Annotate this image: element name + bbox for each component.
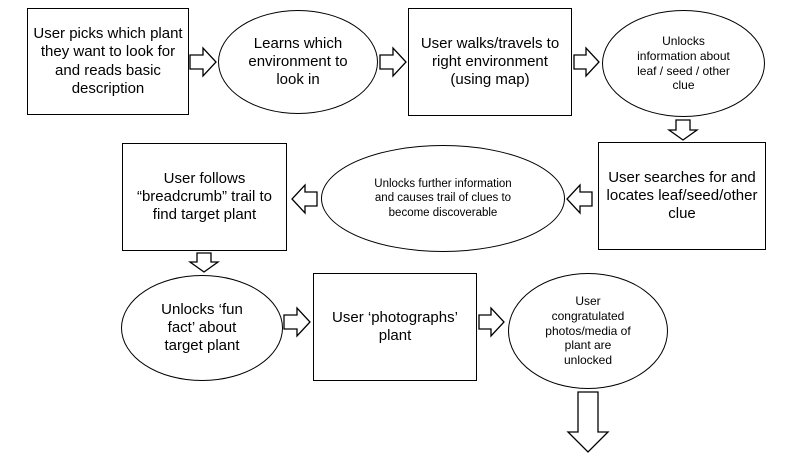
node-pick-plant-text: User picks which plant they want to look…: [33, 24, 183, 97]
arrow-left-1: [566, 183, 593, 215]
node-congratulated-text: User congratulated photos/media of plant…: [545, 294, 631, 367]
node-unlock-trail-text: Unlocks further information and causes t…: [374, 178, 512, 219]
node-unlock-clue-info: Unlocks information about leaf / seed / …: [602, 10, 765, 117]
arrow-right-1: [189, 46, 217, 78]
node-search-clue-text: User searches for and locates leaf/seed/…: [606, 168, 758, 223]
node-photograph-plant-text: User ‘photographs’ plant: [332, 308, 458, 344]
arrow-left-2: [291, 183, 318, 215]
node-pick-plant: User picks which plant they want to look…: [27, 8, 189, 115]
node-unlock-trail: Unlocks further information and causes t…: [321, 145, 565, 252]
arrow-right-3: [573, 46, 600, 78]
node-follow-trail-text: User follows “breadcrumb” trail to find …: [136, 169, 273, 224]
arrow-down-2: [187, 252, 221, 273]
node-learn-environment-text: Learns which environment to look in: [248, 34, 348, 89]
node-travel-environment-text: User walks/travels to right environment …: [420, 34, 560, 89]
arrow-right-4: [283, 306, 311, 338]
arrow-down-1: [666, 119, 700, 141]
arrow-down-3: [566, 391, 610, 453]
node-follow-trail: User follows “breadcrumb” trail to find …: [122, 143, 287, 251]
node-travel-environment: User walks/travels to right environment …: [408, 8, 572, 116]
node-unlock-fun-fact: Unlocks ‘fun fact’ about target plant: [121, 275, 283, 381]
node-unlock-fun-fact-text: Unlocks ‘fun fact’ about target plant: [161, 300, 243, 355]
node-search-clue: User searches for and locates leaf/seed/…: [598, 142, 766, 250]
node-unlock-clue-info-text: Unlocks information about leaf / seed / …: [637, 34, 730, 93]
arrow-right-2: [379, 46, 407, 78]
node-congratulated: User congratulated photos/media of plant…: [508, 273, 668, 389]
node-learn-environment: Learns which environment to look in: [218, 10, 378, 114]
arrow-right-5: [478, 306, 505, 338]
node-photograph-plant: User ‘photographs’ plant: [313, 273, 477, 381]
